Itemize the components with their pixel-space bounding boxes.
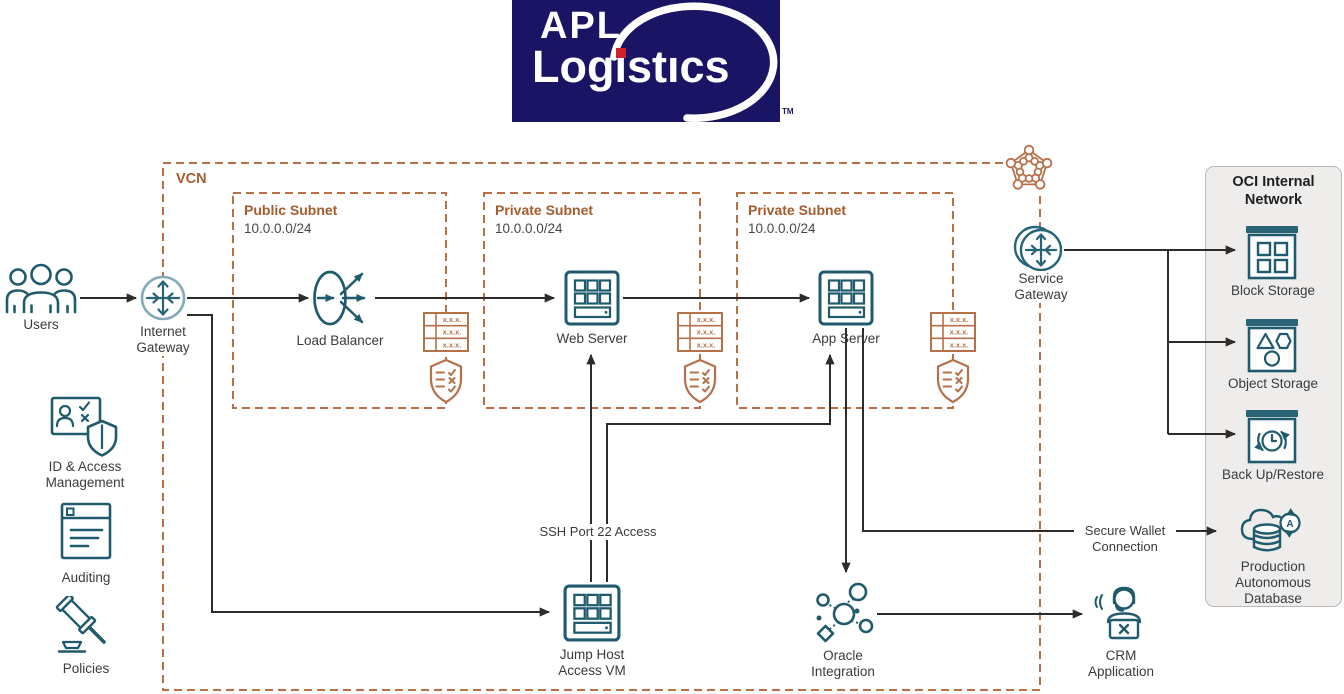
security-list-icon <box>428 358 464 404</box>
route-table-icon <box>677 312 723 352</box>
crm-application-icon <box>1090 584 1152 644</box>
subnet-label-public: Public Subnet 10.0.0.0/24 <box>244 202 337 237</box>
ssh-port-22-label: SSH Port 22 Access <box>536 524 660 540</box>
logo-trademark: TM <box>782 107 794 116</box>
autonomous-database-icon: A <box>1237 502 1307 560</box>
id-access-management-label: ID & Access Management <box>45 459 125 491</box>
policies-icon <box>52 593 116 654</box>
svg-text:A: A <box>1286 519 1293 530</box>
security-list-icon <box>682 358 718 404</box>
internet-gateway-icon <box>139 274 187 322</box>
secure-wallet-label: Secure Wallet Connection <box>1074 523 1176 555</box>
internet-gateway-label: Internet Gateway <box>127 324 199 357</box>
subnet-title: Private Subnet <box>748 202 847 218</box>
panel-title: OCI Internal Network <box>1232 174 1315 209</box>
jump-host-label: Jump Host Access VM <box>558 647 626 679</box>
web-server-icon <box>564 270 620 326</box>
subnet-label-private-web: Private Subnet 10.0.0.0/24 <box>495 202 593 237</box>
policies-label: Policies <box>62 661 110 676</box>
oracle-integration-label: Oracle Integration <box>811 648 875 680</box>
users-icon <box>4 262 78 314</box>
auditing-icon <box>58 502 114 562</box>
subnet-title: Private Subnet <box>495 202 594 218</box>
subnet-cidr: 10.0.0.0/24 <box>244 220 312 236</box>
vcn-mesh-icon <box>1005 144 1053 192</box>
users-label: Users <box>23 317 59 332</box>
route-table-icon <box>423 312 469 352</box>
backup-restore-icon <box>1245 408 1299 464</box>
subnet-cidr: 10.0.0.0/24 <box>748 220 816 236</box>
web-server-label: Web Server <box>556 331 628 346</box>
load-balancer-label: Load Balancer <box>296 333 384 348</box>
security-list-icon <box>935 358 971 404</box>
oracle-integration-icon <box>810 578 878 646</box>
object-storage-label: Object Storage <box>1227 376 1319 391</box>
subnet-cidr: 10.0.0.0/24 <box>495 220 563 236</box>
subnet-label-private-app: Private Subnet 10.0.0.0/24 <box>748 202 846 237</box>
route-table-icon <box>930 312 976 352</box>
service-gateway-icon <box>1010 221 1068 277</box>
auditing-label: Auditing <box>61 570 111 585</box>
logo-swoosh-icon <box>610 2 778 122</box>
crm-application-label: CRM Application <box>1087 648 1155 680</box>
jump-host-icon <box>563 584 621 642</box>
autonomous-database-label: Production Autonomous Database <box>1235 559 1311 607</box>
logo-text-apl: APL <box>540 5 622 47</box>
backup-restore-label: Back Up/Restore <box>1221 467 1325 482</box>
id-access-management-icon <box>50 392 118 458</box>
load-balancer-icon <box>312 260 376 338</box>
object-storage-icon <box>1245 317 1299 373</box>
block-storage-icon <box>1245 224 1299 280</box>
service-gateway-label: Service Gateway <box>1007 271 1075 304</box>
logo-red-dot <box>615 48 626 58</box>
app-server-label: App Server <box>812 331 880 346</box>
vcn-label: VCN <box>176 171 207 187</box>
block-storage-label: Block Storage <box>1230 283 1316 298</box>
app-server-icon <box>818 270 874 326</box>
flow-arrows <box>80 245 1237 619</box>
subnet-title: Public Subnet <box>244 202 338 218</box>
